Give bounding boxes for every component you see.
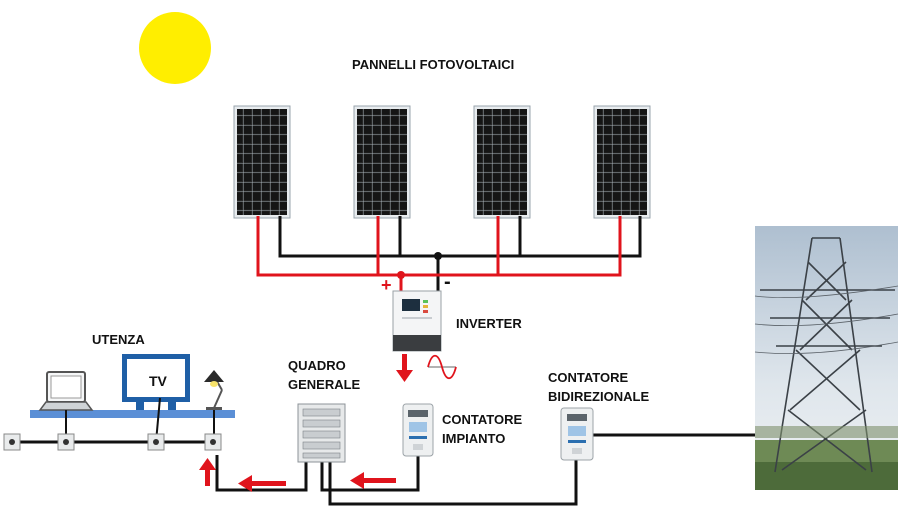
tv-icon: TV [122,354,190,410]
plus-sign: + [381,275,392,295]
contatore-bidirezionale-line-1: CONTATORE [548,370,629,385]
flow-arrow-inverter-to-meter [396,354,413,382]
contatore-impianto-label: CONTATORE IMPIANTO [442,410,522,448]
sine-wave-icon [427,354,457,380]
contatore-impianto-line-2: IMPIANTO [442,431,506,446]
positive-dc-wiring [256,216,622,292]
ac-wiring [10,433,755,506]
inverter-icon [392,290,442,352]
flow-arrow-to-outlet [199,458,216,486]
contatore-impianto-line-1: CONTATORE [442,412,523,427]
quadro-line-1: QUADRO [288,358,346,373]
solar-panel-4 [593,105,651,219]
inverter-label: INVERTER [456,316,522,331]
tv-label: TV [149,373,168,389]
quadro-line-2: GENERALE [288,377,361,392]
negative-dc-wiring [278,216,642,292]
bidirectional-meter-icon [560,407,594,461]
utenza-label: UTENZA [92,332,145,347]
contatore-bidirezionale-label: CONTATORE BIDIREZIONALE [548,368,649,406]
minus-sign: - [444,271,451,293]
solar-panel-3 [473,105,531,219]
solar-panel-1 [233,105,291,219]
laptop-icon [38,371,94,411]
flow-arrow-meter-to-board [350,472,396,489]
solar-panel-2 [353,105,411,219]
power-outlet-icon-4 [204,433,222,451]
power-pylon-icon [754,226,899,490]
meter-icon [402,403,434,457]
panels-title: PANNELLI FOTOVOLTAICI [352,57,515,72]
desk [30,410,235,418]
sun-icon [139,12,211,84]
flow-arrow-board-to-loads [238,475,286,492]
power-outlet-icon-3 [147,433,165,451]
power-outlet-icon-2 [57,433,75,451]
quadro-generale-label: QUADRO GENERALE [288,356,360,394]
power-outlet-icon [3,433,21,451]
distribution-board-icon [297,403,346,463]
contatore-bidirezionale-line-2: BIDIREZIONALE [548,389,650,404]
lamp-icon [204,370,224,410]
